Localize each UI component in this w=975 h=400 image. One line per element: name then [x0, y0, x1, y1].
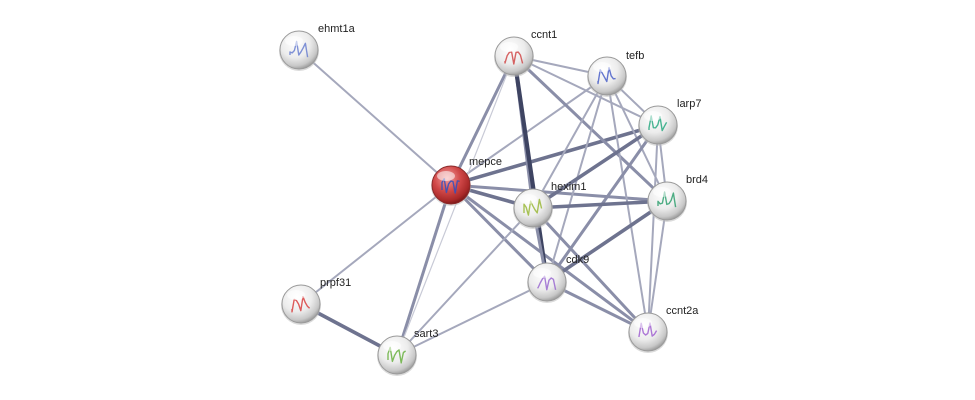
- node-sphere: [279, 30, 319, 70]
- node-sphere: [527, 262, 567, 302]
- node-label-larp7: larp7: [677, 98, 701, 110]
- node-sphere: [431, 165, 471, 205]
- node-highlight: [383, 341, 401, 351]
- edge-hexim1-sart3: [396, 207, 534, 356]
- edge-cdk9-sart3: [396, 281, 548, 356]
- node-label-ehmt1a: ehmt1a: [318, 23, 356, 35]
- edge-brd4-cdk9: [545, 199, 669, 284]
- edge-brd4-ccnt2a: [647, 200, 668, 333]
- node-label-ccnt2a: ccnt2a: [666, 305, 699, 317]
- node-sphere: [513, 188, 553, 228]
- node-highlight: [634, 318, 652, 328]
- node-ccnt2a[interactable]: ccnt2a: [628, 305, 699, 353]
- node-label-hexim1: hexim1: [551, 181, 586, 193]
- node-highlight: [437, 171, 455, 181]
- edge-ehmt1a-mepce: [298, 49, 452, 186]
- edge-ccnt1-cdk9: [511, 53, 550, 285]
- protein-structure-icon: [289, 40, 309, 58]
- node-highlight: [533, 268, 551, 278]
- edge-larp7-hexim1: [531, 123, 660, 210]
- node-prpf31[interactable]: prpf31: [281, 277, 351, 325]
- protein-structure-icon: [657, 191, 677, 208]
- node-sphere: [281, 284, 321, 324]
- node-label-cdk9: cdk9: [566, 254, 589, 266]
- edge-mepce-larp7: [449, 123, 660, 187]
- edge-mepce-ccnt1: [449, 54, 516, 187]
- node-label-brd4: brd4: [686, 174, 708, 186]
- node-mepce[interactable]: mepce: [431, 156, 502, 206]
- edge-tefb-hexim1: [532, 75, 608, 209]
- node-sphere: [647, 181, 687, 221]
- edge-ccnt1-larp7: [513, 55, 659, 126]
- node-hexim1[interactable]: hexim1: [513, 181, 586, 229]
- node-brd4[interactable]: brd4: [647, 174, 708, 222]
- edge-sart3-ccnt1: [396, 55, 515, 356]
- node-label-ccnt1: ccnt1: [531, 29, 557, 41]
- edge-mepce-ccnt2a: [449, 183, 650, 334]
- protein-structure-icon: [638, 322, 658, 338]
- edge-mepce-sart3: [395, 183, 453, 357]
- node-cdk9[interactable]: cdk9: [527, 254, 589, 303]
- protein-structure-icon: [597, 67, 616, 85]
- node-label-tefb: tefb: [626, 50, 644, 62]
- node-highlight: [593, 62, 611, 72]
- edge-mepce-tefb: [450, 75, 608, 186]
- protein-structure-icon: [504, 51, 524, 65]
- node-label-mepce: mepce: [469, 156, 502, 168]
- node-highlight: [644, 111, 662, 121]
- node-sphere: [494, 36, 534, 76]
- node-highlight: [500, 42, 518, 52]
- node-highlight: [519, 194, 537, 204]
- node-sart3[interactable]: sart3: [377, 328, 438, 376]
- edge-mepce-prpf31: [300, 184, 452, 305]
- node-highlight: [285, 36, 303, 46]
- protein-structure-icon: [648, 115, 668, 132]
- node-label-prpf31: prpf31: [320, 277, 351, 289]
- node-sphere: [377, 335, 417, 375]
- node-tefb[interactable]: tefb: [587, 50, 644, 97]
- node-highlight: [653, 187, 671, 197]
- edge-mepce-cdk9: [449, 183, 549, 284]
- edge-hexim1-ccnt2a: [531, 206, 650, 334]
- protein-structure-icon: [291, 296, 311, 313]
- nodes-layer: ehmt1a ccnt1 tefb larp7 mepce hexim1 brd4 cdk9 p…: [279, 23, 708, 376]
- edge-larp7-ccnt2a: [647, 124, 659, 333]
- edge-ccnt1-brd4: [512, 54, 669, 203]
- edge-hexim1-brd4: [531, 199, 669, 210]
- node-larp7[interactable]: larp7: [638, 98, 701, 146]
- node-label-sart3: sart3: [414, 328, 438, 340]
- edge-mepce-brd4: [449, 183, 669, 203]
- protein-structure-icon: [537, 275, 557, 291]
- node-ccnt1[interactable]: ccnt1: [494, 29, 557, 77]
- node-highlight: [287, 290, 305, 300]
- node-ehmt1a[interactable]: ehmt1a: [279, 23, 356, 71]
